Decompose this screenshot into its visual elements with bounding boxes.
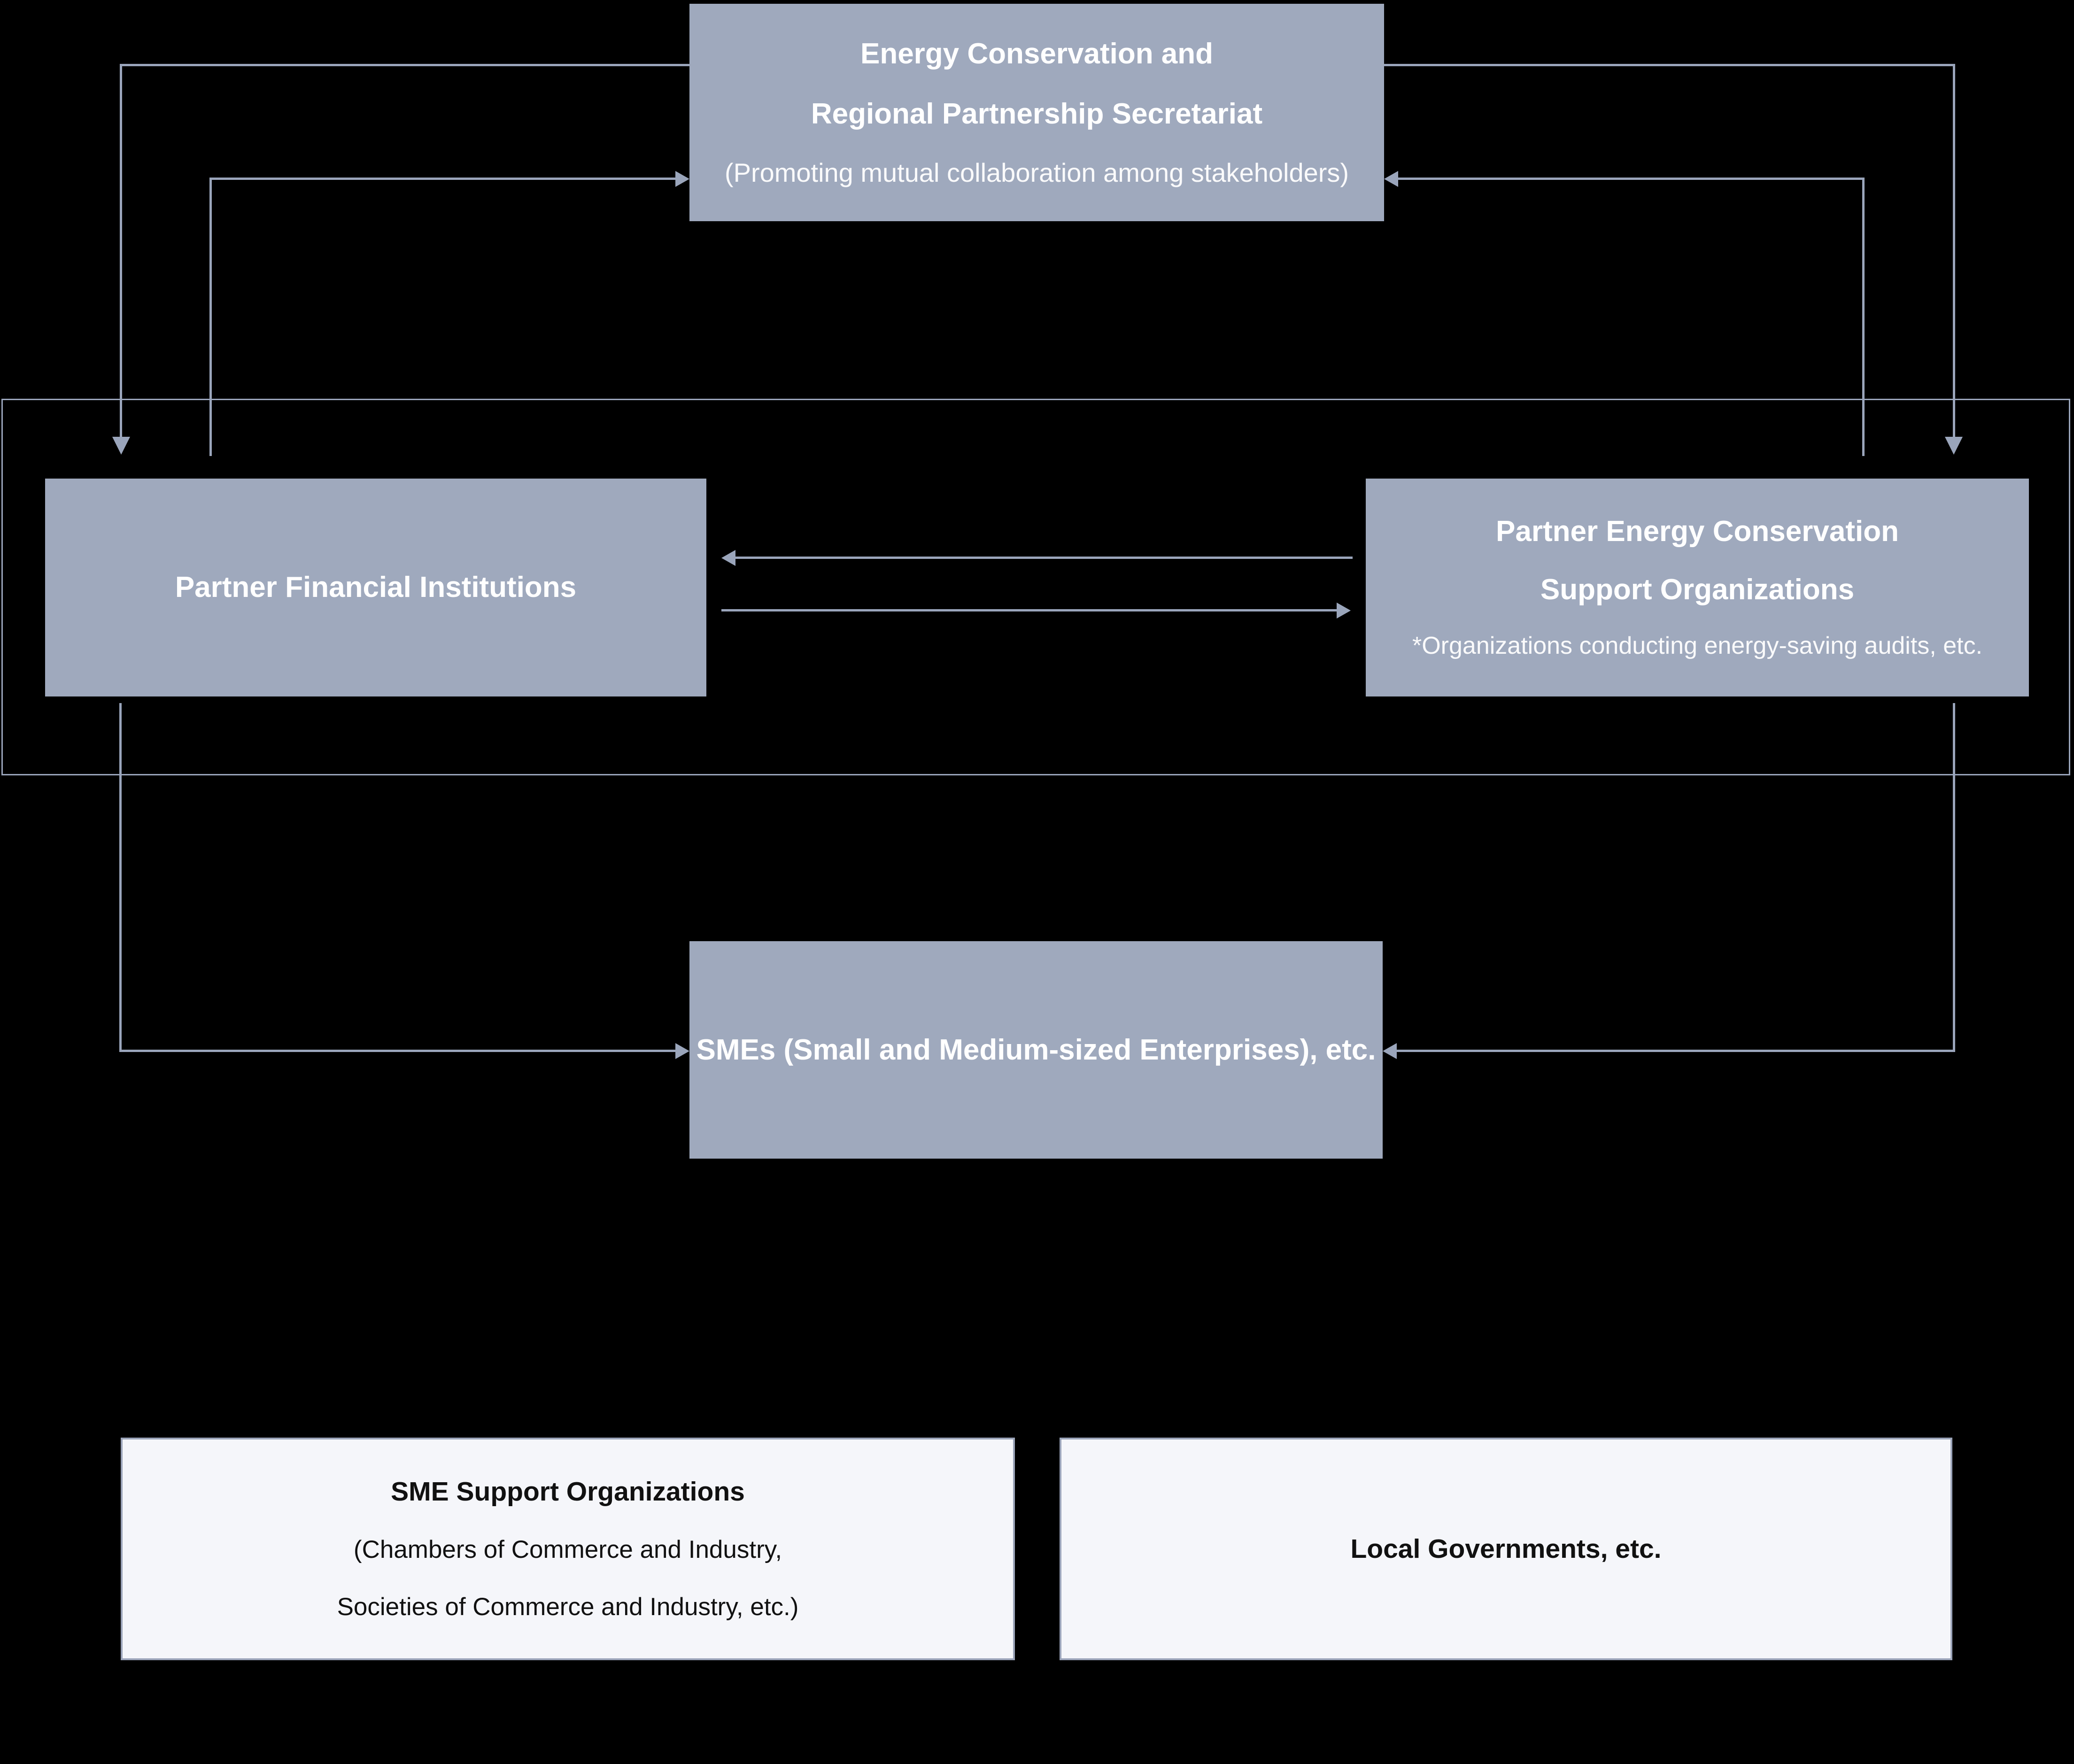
connector-energy-support-to-smes-vertical bbox=[1953, 703, 1955, 1051]
connector-secretariat-to-financial-vertical bbox=[120, 64, 122, 437]
connector-energy-support-to-smes-horizontal bbox=[1397, 1050, 1955, 1052]
sme-support-line2: (Chambers of Commerce and Industry, bbox=[353, 1536, 782, 1563]
connector-financial-to-secretariat-horizontal bbox=[210, 178, 675, 180]
node-partner-energy-conservation-support: Partner Energy Conservation Support Orga… bbox=[1366, 479, 2029, 696]
financial-label: Partner Financial Institutions bbox=[175, 571, 577, 603]
smes-label: SMEs (Small and Medium-sized Enterprises… bbox=[696, 1033, 1376, 1066]
arrowhead-right-to-energy-support bbox=[1337, 603, 1351, 619]
secretariat-subtitle: (Promoting mutual collaboration among st… bbox=[724, 157, 1349, 187]
energy-support-title-line2: Support Organizations bbox=[1540, 573, 1855, 606]
connector-financial-to-smes-vertical bbox=[119, 703, 122, 1051]
node-partner-financial-institutions: Partner Financial Institutions bbox=[45, 479, 706, 696]
node-secretariat: Energy Conservation and Regional Partner… bbox=[689, 4, 1384, 221]
secretariat-title-line1: Energy Conservation and bbox=[860, 37, 1214, 70]
connector-financial-to-energy-support bbox=[721, 609, 1337, 611]
connector-secretariat-to-energy-support-vertical bbox=[1953, 64, 1955, 437]
connector-secretariat-to-energy-support-horizontal bbox=[1384, 64, 1955, 66]
arrowhead-right-into-smes bbox=[675, 1043, 689, 1059]
energy-support-note: *Organizations conducting energy-saving … bbox=[1412, 632, 1983, 659]
secretariat-title-line2: Regional Partnership Secretariat bbox=[811, 97, 1263, 130]
arrowhead-right-into-secretariat bbox=[675, 171, 689, 187]
sme-support-title: SME Support Organizations bbox=[391, 1477, 745, 1507]
connector-energy-support-to-secretariat-horizontal bbox=[1398, 178, 1865, 180]
connector-financial-to-secretariat-vertical bbox=[209, 178, 212, 456]
connector-secretariat-to-financial-horizontal bbox=[121, 64, 689, 66]
connector-financial-to-smes-horizontal bbox=[119, 1050, 675, 1052]
connector-energy-support-to-financial bbox=[735, 557, 1353, 559]
connector-energy-support-to-secretariat-vertical bbox=[1862, 178, 1865, 456]
node-smes: SMEs (Small and Medium-sized Enterprises… bbox=[689, 941, 1383, 1159]
panel-local-governments: Local Governments, etc. bbox=[1060, 1438, 1952, 1660]
sme-support-line3: Societies of Commerce and Industry, etc.… bbox=[337, 1593, 799, 1621]
energy-support-title-line1: Partner Energy Conservation bbox=[1496, 515, 1899, 548]
arrowhead-left-into-smes bbox=[1383, 1043, 1397, 1059]
arrowhead-left-to-financial bbox=[721, 550, 735, 566]
collaboration-frame bbox=[1, 399, 2070, 775]
local-gov-label: Local Governments, etc. bbox=[1350, 1534, 1662, 1564]
arrowhead-down-to-energy-support bbox=[1945, 437, 1963, 455]
arrowhead-left-into-secretariat bbox=[1384, 171, 1398, 187]
panel-sme-support-organizations: SME Support Organizations (Chambers of C… bbox=[121, 1438, 1015, 1660]
arrowhead-down-to-financial bbox=[112, 437, 130, 455]
